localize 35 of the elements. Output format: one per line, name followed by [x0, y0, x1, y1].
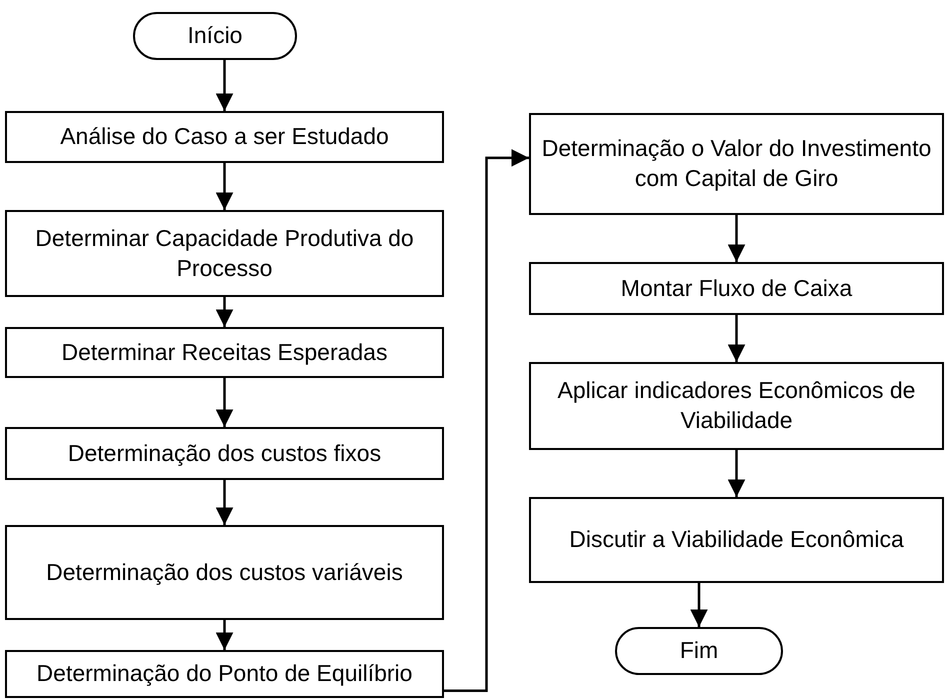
process-box: [5, 111, 444, 163]
terminal-pill: [133, 12, 297, 60]
node-label: Início: [188, 21, 242, 50]
process-box: [5, 427, 444, 480]
arrow: [216, 620, 234, 650]
process-box: [529, 113, 944, 215]
arrow: [216, 480, 234, 525]
arrow: [216, 378, 234, 427]
node-label: Determinação do Ponto de Equilíbrio: [36, 659, 412, 688]
process-box: [529, 497, 944, 583]
node-label: Determinação dos custos fixos: [68, 438, 382, 468]
node-label: Aplicar indicadores Econômicos de Viabilidade: [556, 376, 916, 435]
node-label: Determinação dos custos variáveis: [46, 558, 403, 587]
arrow: [690, 583, 708, 627]
arrow: [216, 297, 234, 327]
node-label: Análise do Caso a ser Estudado: [60, 122, 389, 152]
arrow: [728, 315, 746, 362]
process-box: [529, 262, 944, 315]
node-label: Montar Fluxo de Caixa: [620, 274, 852, 303]
arrow: [216, 163, 234, 210]
arrow: [444, 149, 529, 692]
node-label: Discutir a Viabilidade Econômica: [569, 525, 904, 554]
process-box: [5, 650, 444, 698]
node-label: Determinar Receitas Esperadas: [62, 338, 388, 367]
process-box: [5, 327, 444, 378]
node-label: Determinação o Valor do Investimento com Capital de Giro: [540, 134, 932, 193]
process-box: [5, 210, 444, 297]
arrow: [216, 60, 234, 111]
terminal-pill: [615, 627, 783, 675]
process-box: [5, 525, 444, 620]
arrow: [728, 215, 746, 262]
node-label: Fim: [680, 636, 718, 666]
process-box: [529, 362, 944, 450]
node-label: Determinar Capacidade Produtiva do Processo: [34, 224, 415, 282]
arrow: [728, 450, 746, 497]
